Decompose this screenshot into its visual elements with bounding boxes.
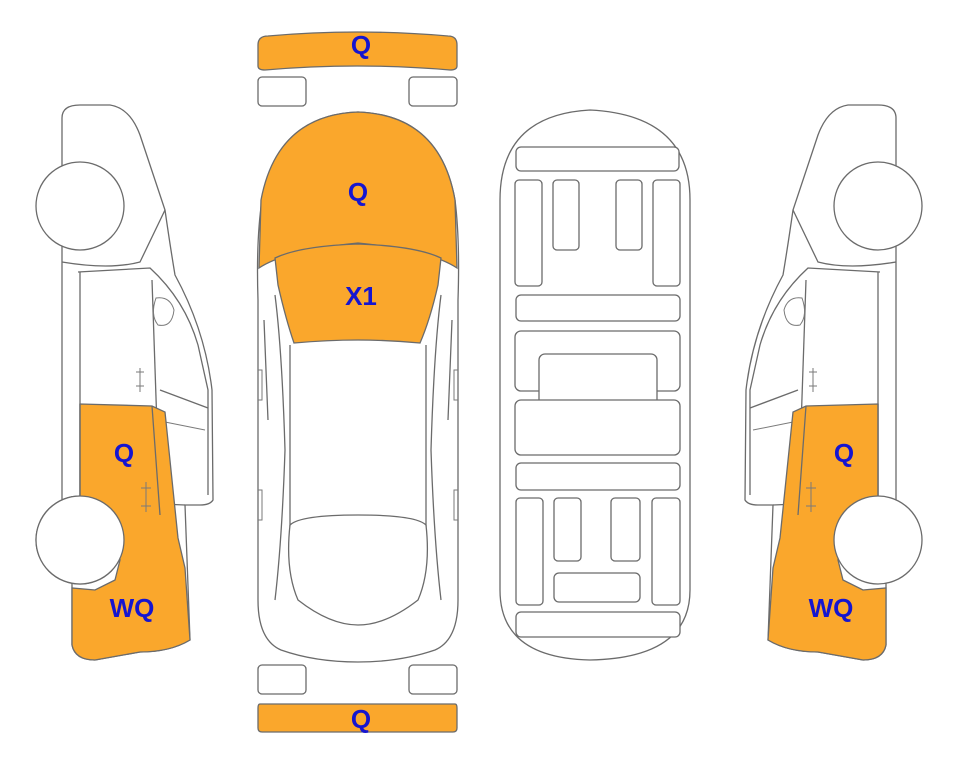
top-view: Q Q X1 Q: [256, 30, 460, 734]
left-rear-quarter-code: WQ: [110, 593, 155, 623]
left-side-view: Q WQ: [35, 104, 214, 661]
front-bumper-code: Q: [351, 30, 371, 60]
underbody-view: [499, 109, 691, 661]
right-side-view: Q WQ: [744, 104, 923, 661]
left-front-wheel: [35, 161, 125, 251]
right-rear-quarter-code: WQ: [809, 593, 854, 623]
hood-code: Q: [348, 177, 368, 207]
front-bumper-damage-zone: [257, 31, 458, 71]
rear-right-taillight: [408, 664, 458, 695]
left-rear-door-code: Q: [114, 438, 134, 468]
rear-bumper-code: Q: [351, 704, 371, 734]
front-right-headlight: [408, 76, 458, 107]
windshield-code: X1: [345, 281, 377, 311]
right-rear-door-code: Q: [834, 438, 854, 468]
windshield-damage-zone: [274, 243, 442, 344]
rear-left-taillight: [257, 664, 307, 695]
hood-damage-zone: [258, 111, 458, 270]
rear-bumper-damage-zone: [257, 703, 458, 733]
front-left-headlight: [257, 76, 307, 107]
